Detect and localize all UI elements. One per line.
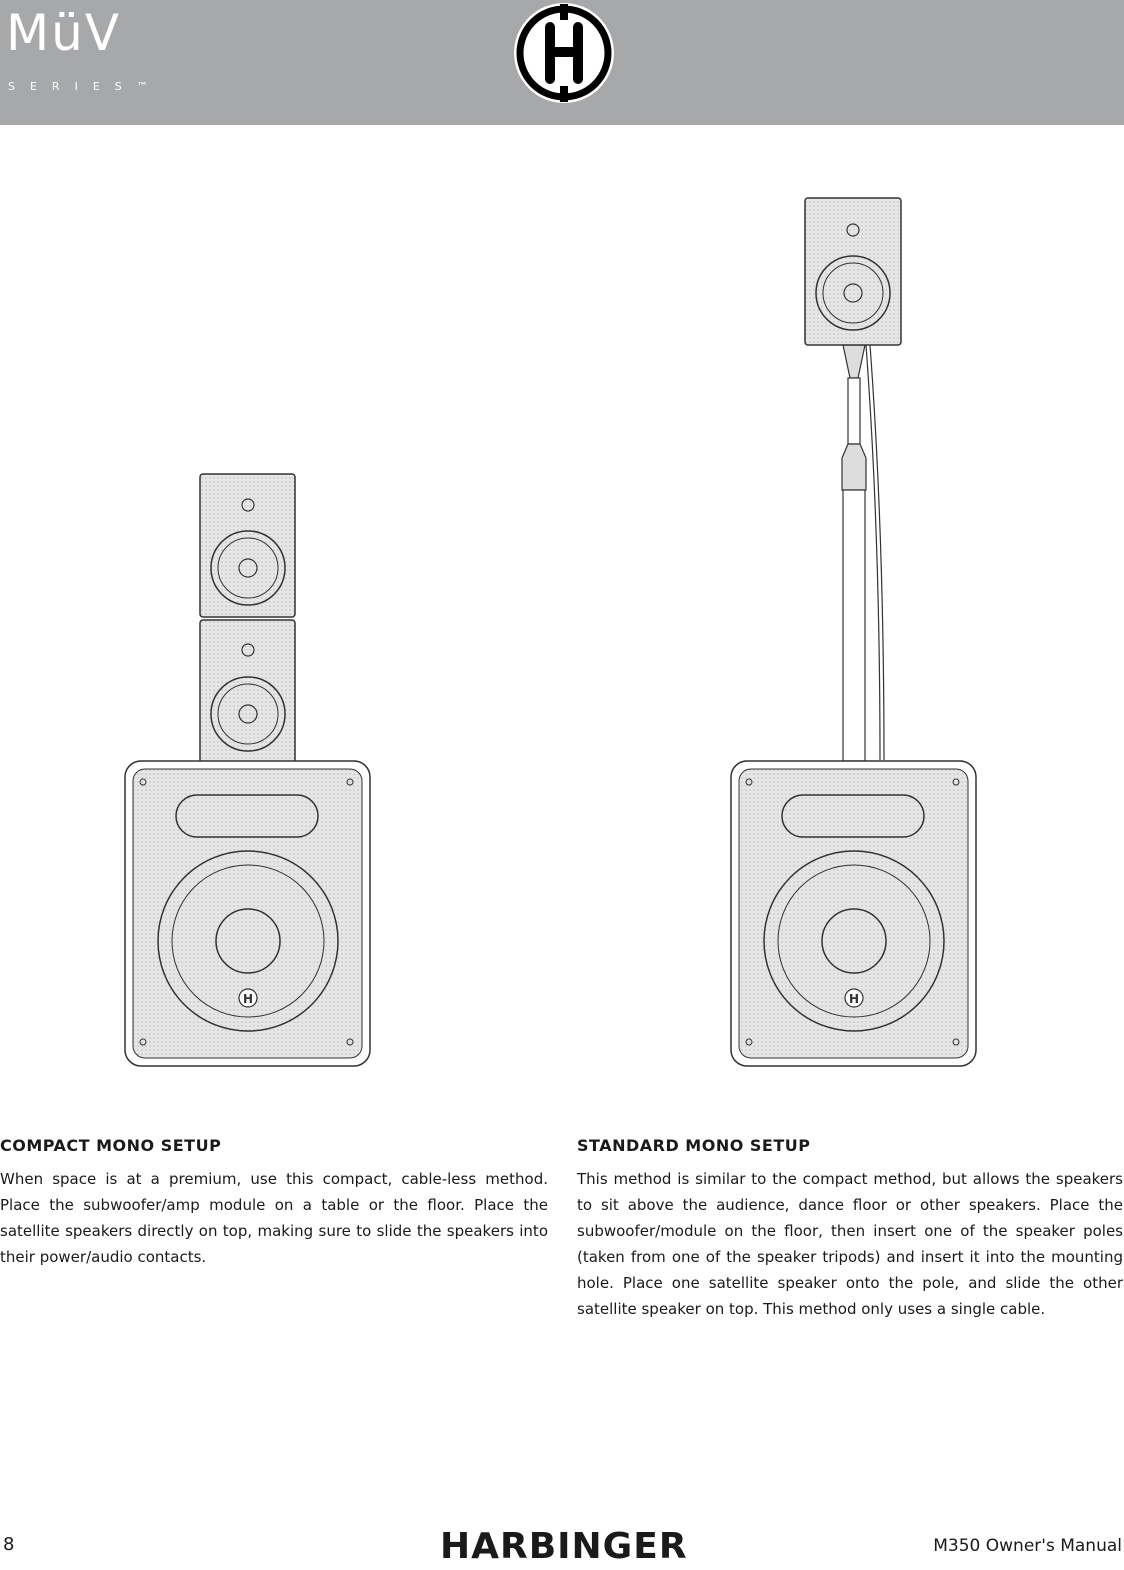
page-header: MüV SERIES™ (0, 0, 1124, 125)
subwoofer-module: H (124, 760, 371, 1067)
muv-wordmark: MüV (6, 4, 122, 62)
harbinger-h-logo-icon (514, 3, 614, 103)
svg-text:H: H (243, 992, 253, 1006)
satellite-speaker-top (199, 473, 296, 618)
standard-mono-setup-text: This method is similar to the compact me… (577, 1170, 1123, 1318)
subwoofer-module: H (730, 760, 977, 1067)
compact-mono-setup-heading: COMPACT MONO SETUP (0, 1136, 222, 1155)
speaker-pole-and-cable (841, 344, 885, 762)
compact-mono-setup-illustration: H (124, 473, 371, 1067)
standard-mono-setup-illustration: H (730, 197, 977, 1067)
harbinger-logo-wordmark: HARBINGER (440, 1526, 688, 1567)
page-number: 8 (3, 1534, 15, 1555)
compact-mono-setup-text: When space is at a premium, use this com… (0, 1170, 548, 1266)
speaker-setup-illustrations: H (124, 197, 977, 1067)
standard-mono-setup-heading: STANDARD MONO SETUP (577, 1136, 811, 1155)
series-label: SERIES™ (8, 80, 163, 93)
satellite-speaker-on-pole (804, 197, 902, 346)
manual-title: M350 Owner's Manual (933, 1536, 1122, 1556)
satellite-speaker-bottom (199, 619, 296, 764)
svg-text:H: H (849, 992, 859, 1006)
